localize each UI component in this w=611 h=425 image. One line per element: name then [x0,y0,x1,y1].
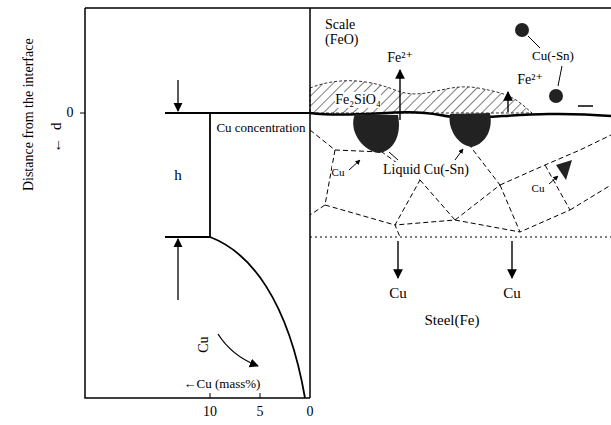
small-arrow [549,176,558,184]
axis-title: ←Cu (mass%) [184,377,261,391]
concentration-curve [210,237,305,398]
particle-label: Cu(-Sn) [532,49,574,63]
leader-line [389,149,463,160]
frame [85,8,611,398]
ion-label: Fe²⁺ [517,72,543,87]
dimension-arrow [177,239,178,300]
diffusion-arrow [397,241,398,278]
element-label: Cu [389,285,407,302]
cu-particle [515,23,529,37]
oxide-layer [310,81,532,113]
axis-symbol: d [48,122,65,130]
axis-title: Distance from the interface [20,39,35,192]
scale-tick [578,105,593,107]
diffusion-arrow [511,241,512,278]
layer-label: Fe₂SiO₄ [335,92,381,107]
small-arrow [349,160,360,170]
diffusion-arrow [507,92,508,112]
dimension-label: h [174,167,182,184]
liquid-cu [556,160,572,180]
element-label: Cu [332,166,345,178]
ion-label: Fe²⁺ [387,50,413,65]
curved-arrow [218,334,258,366]
dimension-arrow [177,80,178,111]
axis-tick [80,113,260,398]
depth-line [310,236,611,237]
phase-label: Liquid Cu(-Sn) [383,162,469,177]
axis-number: 0 [307,404,314,419]
concentration-profile [165,113,310,237]
grain-boundary [310,130,611,237]
element-label: Cu [532,182,545,194]
axis-number: 5 [257,404,264,419]
liquid-cu [353,114,399,153]
diffusion-arrow [399,70,400,120]
axis-arrow: ← [48,138,65,153]
curve-label: Cu concentration [216,121,305,135]
cu-particle [549,89,563,103]
element-label: Cu [503,285,521,302]
curve-label: Cu [196,337,211,353]
region-label: Steel(Fe) [425,312,480,329]
liquid-cu [450,113,491,147]
layer-label: Scale (FeO) [325,17,375,48]
axis-number: 10 [203,404,217,419]
axis-number: 0 [67,105,74,120]
